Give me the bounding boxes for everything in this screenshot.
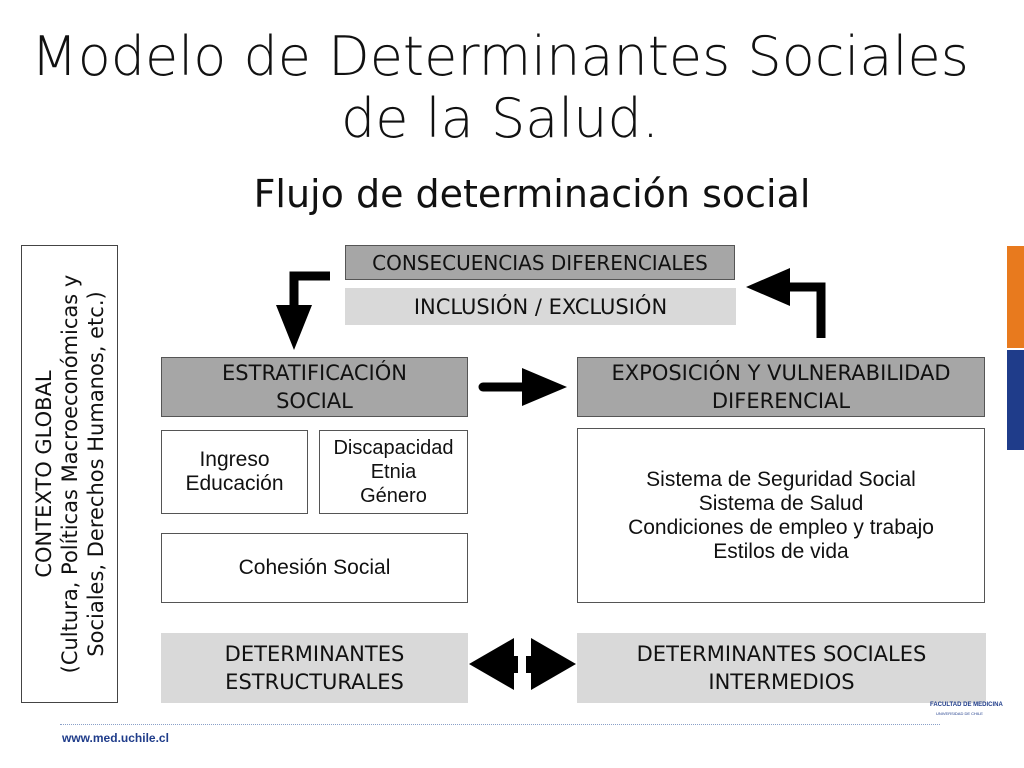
inclusion-exclusion-box: INCLUSIÓN / EXCLUSIÓN [345,288,736,325]
exposicion-line-1: EXPOSICIÓN Y VULNERABILIDAD [611,361,951,385]
cohesion-social-box: Cohesión Social [161,533,468,603]
logo-line-2: UNIVERSIDAD DE CHILE [936,711,983,716]
determinantes-intermedios-box: DETERMINANTES SOCIALES INTERMEDIOS [577,633,986,703]
etnia-label: Etnia [370,461,417,483]
sistemas-box: Sistema de Seguridad Social Sistema de S… [577,428,985,603]
discapacidad-label: Discapacidad [333,437,454,459]
side-accent-blue [1007,350,1024,450]
ingreso-label: Ingreso [199,448,270,471]
exposicion-vulnerabilidad-box: EXPOSICIÓN Y VULNERABILIDAD DIFERENCIAL [577,357,985,417]
determinantes-estructurales-line-1: DETERMINANTES [224,642,405,666]
genero-label: Género [360,485,427,507]
right-arrow [478,368,567,406]
estratificacion-line-2: SOCIAL [276,389,353,413]
determinantes-intermedios-line-1: DETERMINANTES SOCIALES [636,642,927,666]
side-accent-orange [1007,246,1024,348]
consecuencias-diferenciales-box: CONSECUENCIAS DIFERENCIALES [345,245,735,280]
down-left-arrow [276,271,330,350]
footer-divider [60,724,940,725]
determinantes-intermedios-line-2: INTERMEDIOS [708,670,855,694]
estratificacion-social-box: ESTRATIFICACIÓN SOCIAL [161,357,468,417]
title-line-2: de la Salud. [341,87,659,150]
sistema-seguridad-social-label: Sistema de Seguridad Social [646,467,916,491]
slide-title: Modelo de Determinantes Sociales de la S… [0,26,1000,150]
estilos-vida-label: Estilos de vida [713,539,849,563]
ingreso-educacion-box: Ingreso Educación [161,430,308,514]
up-left-arrow [746,268,826,338]
double-arrow [469,638,576,690]
determinantes-estructurales-box: DETERMINANTES ESTRUCTURALES [161,633,468,703]
exposicion-line-2: DIFERENCIAL [711,389,851,413]
educacion-label: Educación [185,472,284,495]
logo-line-1: FACULTAD DE MEDICINA [930,702,1003,708]
estratificacion-line-1: ESTRATIFICACIÓN [222,361,407,385]
discapacidad-etnia-genero-box: Discapacidad Etnia Género [319,430,468,514]
determinantes-estructurales-line-2: ESTRUCTURALES [225,670,404,694]
footer-url: www.med.uchile.cl [62,731,169,745]
context-global-box: CONTEXTO GLOBAL (Cultura, Políticas Macr… [21,245,118,703]
faculty-logo: FACULTAD DE MEDICINA UNIVERSIDAD DE CHIL… [930,700,1003,722]
condiciones-empleo-label: Condiciones de empleo y trabajo [628,515,934,539]
slide-subtitle: Flujo de determinación social [253,172,811,216]
title-line-1: Modelo de Determinantes Sociales [31,25,969,88]
sistema-salud-label: Sistema de Salud [698,491,864,515]
